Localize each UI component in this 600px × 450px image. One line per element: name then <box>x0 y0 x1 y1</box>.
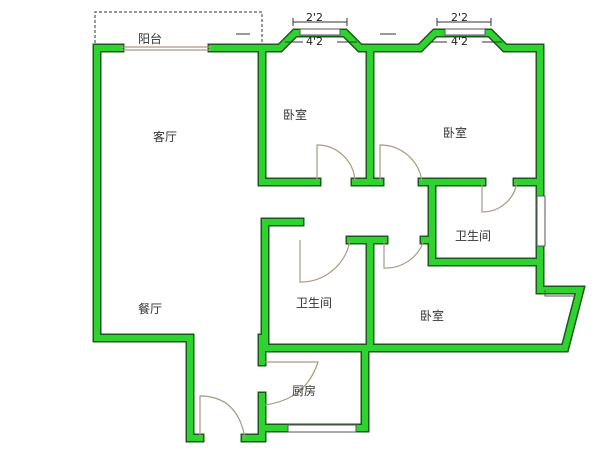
wall-segment <box>262 219 303 351</box>
bay1-inner-dimension: 2'2 <box>306 11 324 24</box>
corner-mark <box>544 290 575 297</box>
bay2-inner-dimension: 2'2 <box>451 11 469 24</box>
dimension-lines <box>236 18 502 43</box>
walls <box>92 28 586 443</box>
room-label-bathroom-1: 卫生间 <box>455 229 492 243</box>
entry-door <box>199 395 246 439</box>
wall-segment <box>260 217 305 353</box>
room-label-bedroom-3: 卧室 <box>420 309 445 323</box>
bathroom-window <box>536 195 546 247</box>
kitchen-window <box>287 424 357 433</box>
balcony-outline <box>94 11 263 48</box>
bathroom1-door <box>481 181 518 213</box>
wall-segment <box>92 43 205 443</box>
room-label-bathroom-2: 卫生间 <box>296 296 333 310</box>
doors <box>120 46 518 439</box>
bedroom1-door <box>316 144 356 183</box>
wall-segment <box>427 177 545 267</box>
wall-segment <box>259 45 320 185</box>
wall-segment <box>94 45 203 441</box>
kitchen-door-arc <box>264 361 319 406</box>
balcony-door <box>120 46 212 51</box>
bay1-outer-dimension: 4'2 <box>306 35 324 48</box>
windows <box>287 28 546 433</box>
room-label-living-room: 客厅 <box>153 130 178 144</box>
room-label-bedroom-2: 卧室 <box>443 126 468 140</box>
bathroom2-door <box>299 239 351 283</box>
bay2-outer-dimension: 4'2 <box>451 35 469 48</box>
room-label-kitchen: 厨房 <box>292 384 317 398</box>
room-label-balcony: 阳台 <box>138 32 163 46</box>
wall-segment <box>429 179 543 265</box>
room-label-bedroom-1: 卧室 <box>283 108 308 122</box>
wall-segment <box>209 30 584 351</box>
wall-segment <box>242 393 265 441</box>
bay-window-2 <box>444 28 486 36</box>
room-label-dining-room: 餐厅 <box>138 302 163 316</box>
bay-window-1 <box>299 28 341 36</box>
hall-door <box>383 239 425 269</box>
bedroom2-door <box>379 144 423 183</box>
